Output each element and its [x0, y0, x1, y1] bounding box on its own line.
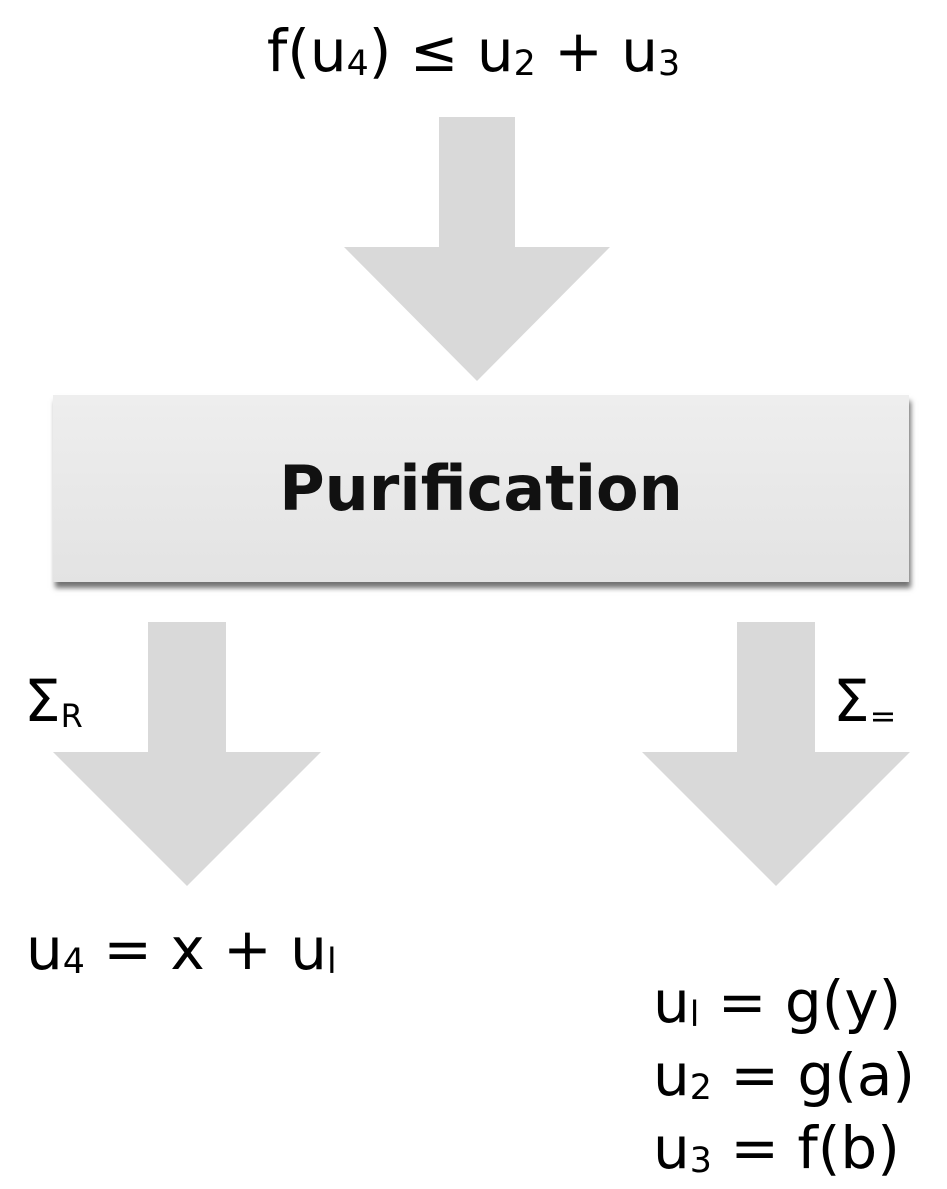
right-equation-lhs: u: [653, 1041, 690, 1109]
input-formula-plus-sub: 3: [658, 44, 681, 85]
left-output-formula: u4 = x + ul: [26, 920, 337, 980]
sigma-r-symbol: Σ: [24, 667, 61, 735]
input-formula-rel: ) ≤ u: [368, 17, 514, 85]
input-formula-f-sub: 4: [346, 44, 369, 85]
sigma-r-label: ΣR: [24, 672, 83, 732]
right-equation-sub: l: [689, 995, 700, 1036]
input-formula-rel-sub: 2: [513, 44, 536, 85]
down-arrow-top: [344, 117, 610, 381]
right-equation: u3 = f(b): [653, 1116, 915, 1189]
down-arrow-right-shape: [642, 622, 910, 886]
right-equation-rhs: = g(y): [699, 968, 902, 1036]
right-output-formulas: ul = g(y) u2 = g(a) u3 = f(b): [653, 970, 915, 1189]
right-equation-rhs: = g(a): [711, 1041, 915, 1109]
right-equation-rhs: = f(b): [711, 1114, 900, 1182]
purification-box: Purification: [53, 395, 909, 582]
right-equation: u2 = g(a): [653, 1043, 915, 1116]
right-equation-sub: 3: [689, 1141, 712, 1182]
right-equation: ul = g(y): [653, 970, 915, 1043]
sigma-eq-label: Σ=: [833, 672, 896, 732]
right-equation-sub: 2: [689, 1068, 712, 1109]
sigma-eq-sub: =: [869, 696, 897, 735]
input-formula-f: f(u: [266, 17, 347, 85]
down-arrow-top-shape: [344, 117, 610, 381]
down-arrow-left-shape: [53, 622, 321, 886]
left-formula-a: u: [26, 915, 63, 983]
left-formula-b: = x + u: [84, 915, 327, 983]
right-equation-lhs: u: [653, 968, 690, 1036]
input-formula-plus: + u: [535, 17, 659, 85]
right-equation-lhs: u: [653, 1114, 690, 1182]
left-formula-a-sub: 4: [62, 942, 85, 983]
down-arrow-left: [53, 622, 321, 886]
input-formula: f(u4) ≤ u2 + u3: [0, 22, 947, 82]
sigma-eq-symbol: Σ: [833, 667, 870, 735]
sigma-r-sub: R: [60, 696, 83, 735]
down-arrow-right: [642, 622, 910, 886]
left-formula-b-sub: l: [326, 942, 337, 983]
purification-label: Purification: [279, 452, 683, 525]
